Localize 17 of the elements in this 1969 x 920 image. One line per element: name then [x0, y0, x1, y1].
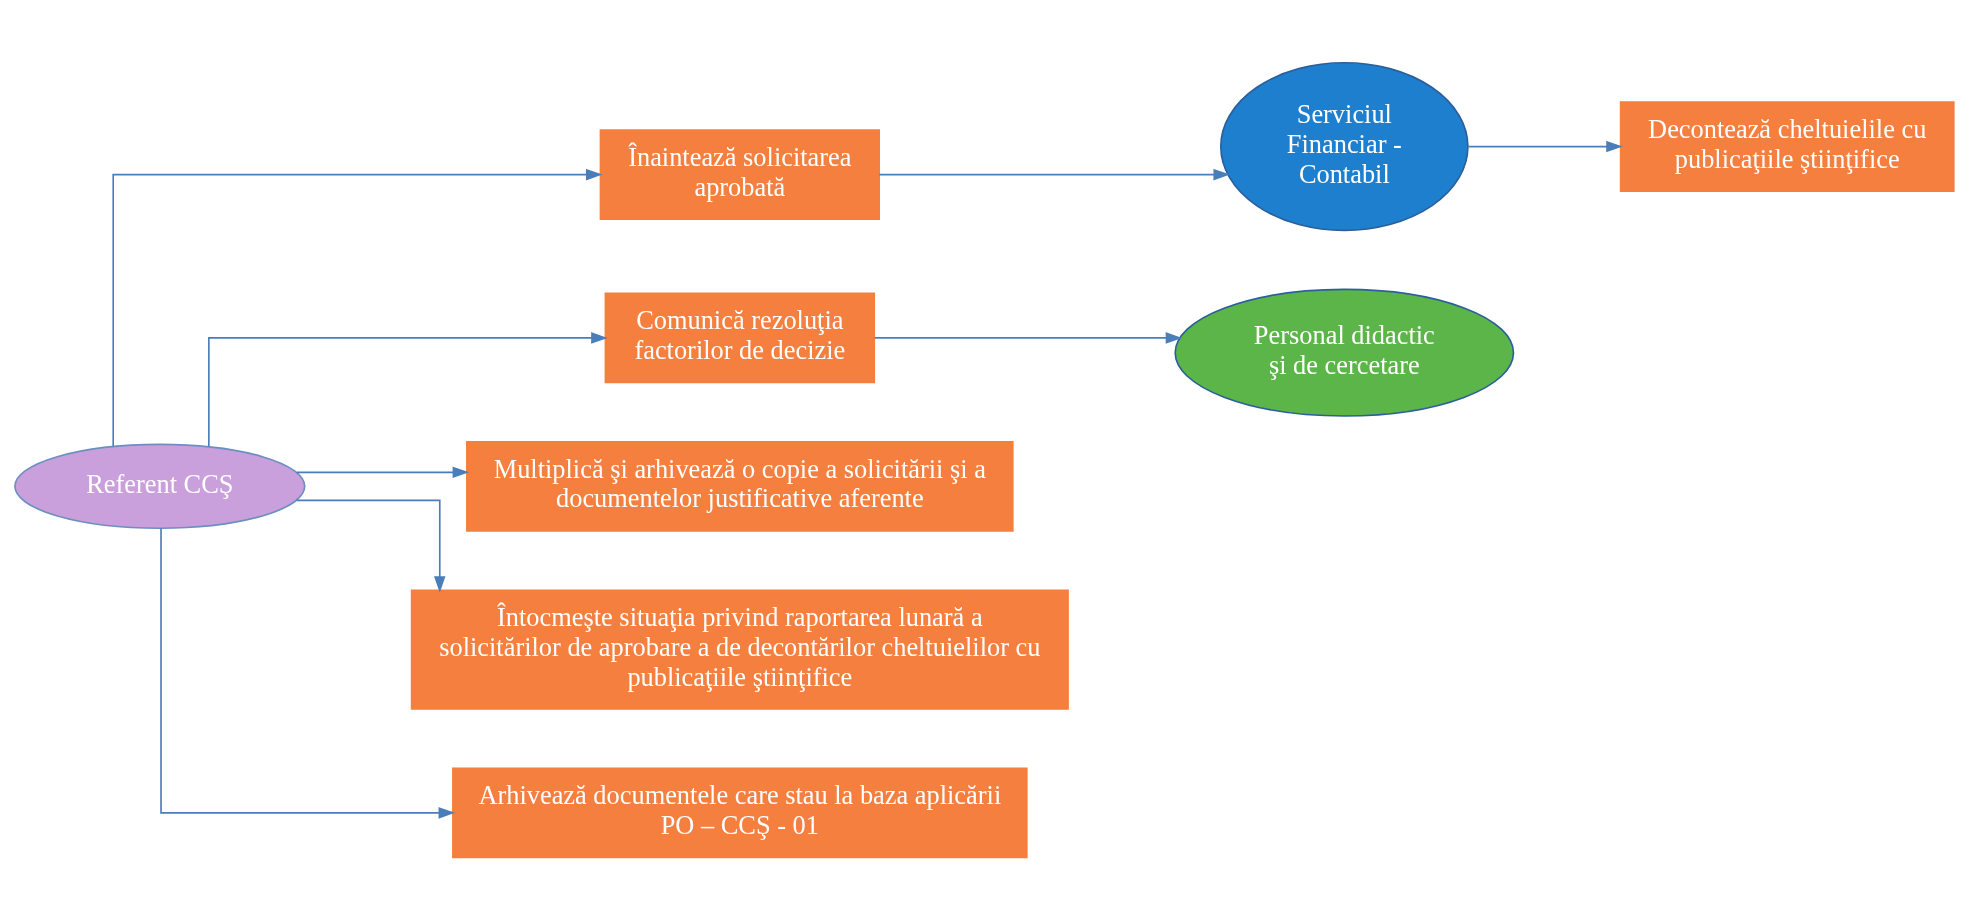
node-box: Comunică rezoluţia factorilor de decizie [604, 292, 876, 384]
node-box: Multiplică şi arhivează o copie a solicitării şi a documentelor justificative aferente [466, 440, 1014, 532]
arrow [873, 332, 1183, 344]
node-box: Arhivează documentele care stau la baza aplicării PO – CCŞ - 01 [452, 767, 1028, 859]
node-ellipse: Personal didactic şi de cercetare [1174, 288, 1515, 417]
node-ellipse: Referent CCŞ [14, 443, 306, 530]
arrow [878, 168, 1230, 181]
arrow [112, 168, 603, 448]
node-box: Decontează cheltuielile cu publicaţiile ştiinţifice [1619, 101, 1955, 192]
node-ellipse: Serviciul Financiar - Contabil [1219, 61, 1469, 232]
arrow [295, 466, 470, 479]
arrow [208, 332, 608, 448]
node-box: Înaintează solicitarea aprobată [599, 129, 880, 220]
arrow [295, 499, 446, 593]
arrow [160, 527, 456, 819]
arrow [1467, 140, 1623, 153]
node-box: Întocmeşte situaţia privind raportarea lunară a solicitărilor de aprobare a de decontărilor cheltuielilor cu publicaţiile ştiinţifice [410, 589, 1069, 710]
